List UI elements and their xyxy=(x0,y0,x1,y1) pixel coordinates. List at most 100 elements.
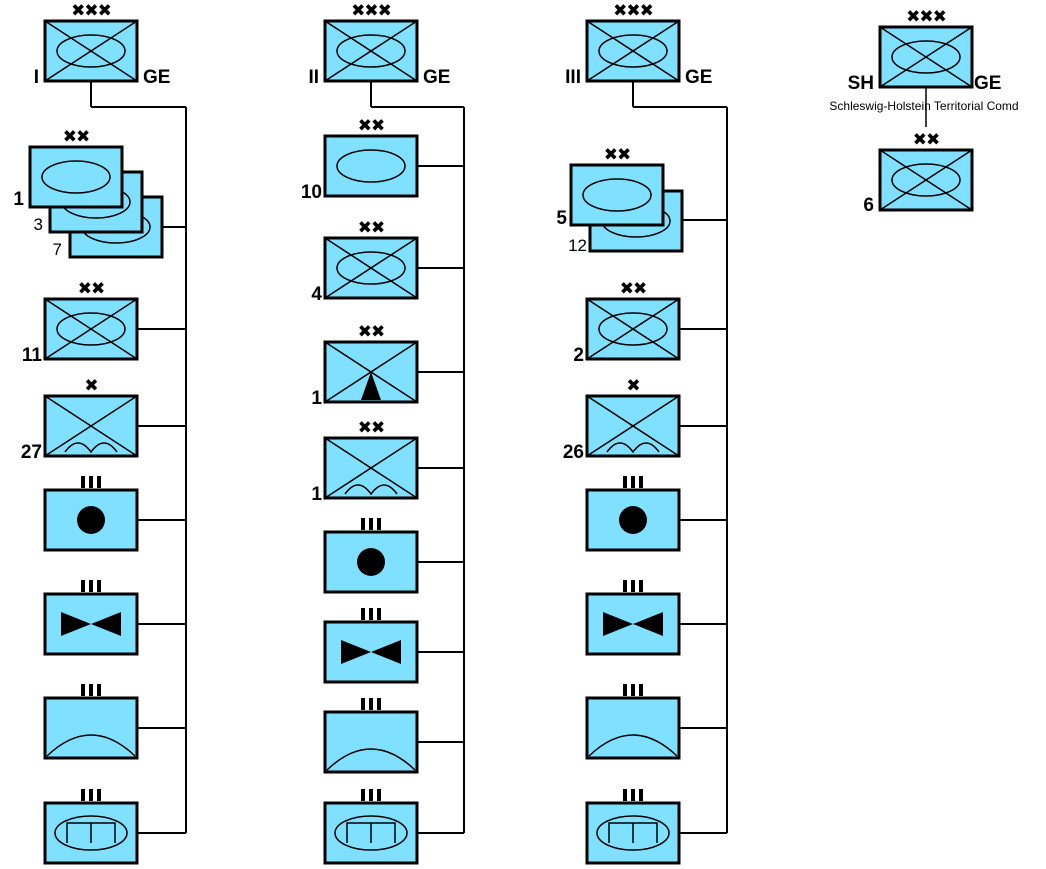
corps-country-label: GE xyxy=(685,67,712,88)
territorial-division: ✖✖ xyxy=(878,130,974,212)
corps-hq-1: ✖✖✖ xyxy=(323,1,419,83)
corps-hq-0: ✖✖✖ xyxy=(43,1,139,83)
aviation-arc-icon xyxy=(326,748,416,771)
brigade-echelon-mark: ✖ xyxy=(626,376,639,396)
division-number-label: 3 xyxy=(34,215,43,234)
unit-frame xyxy=(28,145,124,209)
corps-number-label: III xyxy=(565,67,581,88)
armor-oval-icon xyxy=(41,160,111,194)
subordinate-unit-4 xyxy=(585,580,681,656)
subordinate-unit-2: ✖ xyxy=(43,376,139,458)
bowtie-left-icon xyxy=(61,612,91,636)
regiment-bar-icon xyxy=(639,580,643,592)
subordinate-unit-3 xyxy=(43,476,139,552)
subordinate-unit-2: ✖✖ xyxy=(323,322,419,404)
subordinate-unit-1: ✖✖ xyxy=(43,279,139,361)
unit-number-label: 11 xyxy=(22,345,43,366)
stacked-division-2: ✖✖ xyxy=(28,127,124,209)
artillery-dot-icon xyxy=(357,548,385,576)
regiment-bar-icon xyxy=(89,476,93,488)
regiment-bar-icon xyxy=(369,789,373,801)
bowtie-left-icon xyxy=(341,640,371,664)
cross-line-icon xyxy=(44,395,138,457)
subordinate-unit-5 xyxy=(585,684,681,760)
regiment-bar-icon xyxy=(369,698,373,710)
cross-line-icon xyxy=(586,298,680,360)
subordinate-unit-3 xyxy=(585,476,681,552)
division-echelon-mark: ✖✖ xyxy=(620,279,647,299)
armor-oval-icon xyxy=(336,251,406,285)
division-number-label: 1 xyxy=(13,189,24,210)
corps-number-label: I xyxy=(34,67,39,88)
subordinate-unit-4 xyxy=(43,580,139,656)
corps-echelon-mark: ✖✖✖ xyxy=(351,1,391,21)
regiment-bar-icon xyxy=(89,580,93,592)
aviation-arc-icon xyxy=(46,734,136,757)
corps-echelon-mark: ✖✖✖ xyxy=(71,1,111,21)
corps-number-label: II xyxy=(308,67,319,88)
armor-oval-icon xyxy=(56,34,126,68)
unit-frame xyxy=(323,134,419,198)
division-number-label: 12 xyxy=(568,236,587,255)
unit-number-label: 4 xyxy=(311,284,322,305)
bowtie-right-icon xyxy=(91,612,121,636)
subordinate-unit-3: ✖✖ xyxy=(323,418,419,500)
unit-number-label: 10 xyxy=(301,182,322,203)
armor-oval-icon xyxy=(891,40,961,74)
bowtie-right-icon xyxy=(633,612,663,636)
regiment-bar-icon xyxy=(81,580,85,592)
regiment-bar-icon xyxy=(361,698,365,710)
armor-oval-icon xyxy=(596,815,670,851)
unit-frame xyxy=(569,163,665,227)
regiment-bar-icon xyxy=(639,684,643,696)
signal-box-icon xyxy=(346,822,396,843)
subordinate-unit-5 xyxy=(323,608,419,684)
signal-box-icon xyxy=(608,822,658,843)
regiment-bar-icon xyxy=(623,789,627,801)
artillery-dot-icon xyxy=(77,506,105,534)
armor-oval-icon xyxy=(598,312,668,346)
regiment-bar-icon xyxy=(377,789,381,801)
aviation-arc-icon xyxy=(588,734,678,757)
division-echelon-mark: ✖✖ xyxy=(913,130,940,150)
regiment-bar-icon xyxy=(361,789,365,801)
division-echelon-mark: ✖✖ xyxy=(358,322,385,342)
subordinate-unit-1: ✖✖ xyxy=(323,218,419,300)
armor-oval-icon xyxy=(598,34,668,68)
division-echelon-mark: ✖✖ xyxy=(358,218,385,238)
armor-oval-icon xyxy=(54,815,128,851)
bowtie-right-icon xyxy=(371,640,401,664)
regiment-bar-icon xyxy=(377,698,381,710)
artillery-dot-icon xyxy=(619,506,647,534)
unit-frame xyxy=(585,696,681,760)
cross-line-icon xyxy=(324,20,418,82)
unit-number-label: 1 xyxy=(311,388,322,409)
regiment-bar-icon xyxy=(623,580,627,592)
regiment-bar-icon xyxy=(97,789,101,801)
division-echelon-mark: ✖✖ xyxy=(358,418,385,438)
regiment-bar-icon xyxy=(639,789,643,801)
corps-hq-2: ✖✖✖ xyxy=(585,1,681,83)
territorial-number-label: SH xyxy=(848,73,874,94)
signal-box-icon xyxy=(66,822,116,843)
stacked-division-1: ✖✖ xyxy=(569,145,665,227)
division-number-label: 5 xyxy=(556,208,567,229)
regiment-bar-icon xyxy=(361,608,365,620)
regiment-bar-icon xyxy=(361,518,365,530)
subordinate-unit-6 xyxy=(43,789,139,865)
brigade-echelon-mark: ✖ xyxy=(84,376,97,396)
cross-line-icon xyxy=(324,237,418,299)
unit-number-label: 2 xyxy=(573,345,584,366)
armor-oval-icon xyxy=(336,149,406,183)
bowtie-left-icon xyxy=(603,612,633,636)
regiment-bar-icon xyxy=(623,476,627,488)
unit-number-label: 1 xyxy=(311,484,322,505)
regiment-bar-icon xyxy=(89,789,93,801)
armor-oval-icon xyxy=(56,312,126,346)
corps-echelon-mark: ✖✖✖ xyxy=(906,7,946,27)
regiment-bar-icon xyxy=(369,608,373,620)
regiment-bar-icon xyxy=(623,684,627,696)
armor-oval-icon xyxy=(336,34,406,68)
regiment-bar-icon xyxy=(639,476,643,488)
regiment-bar-icon xyxy=(81,476,85,488)
